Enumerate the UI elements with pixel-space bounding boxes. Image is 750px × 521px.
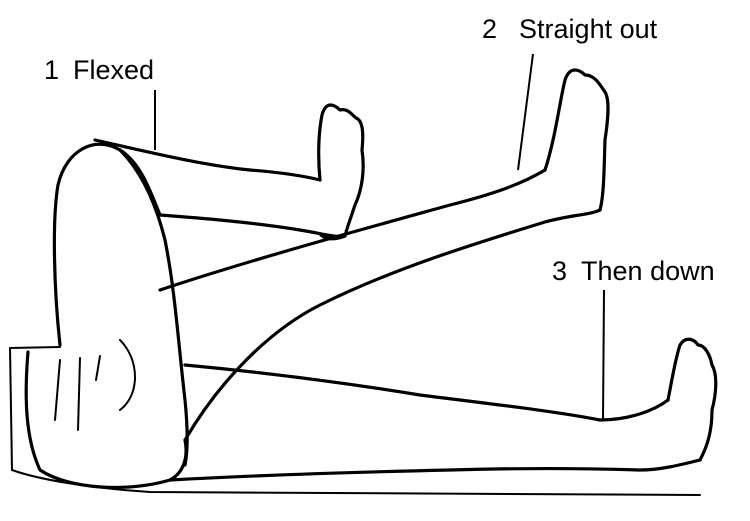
label-straight-out: 2 Straight out: [482, 16, 657, 43]
hip-shading: [55, 340, 135, 430]
leg-down-bottom: [170, 460, 700, 480]
step-text-then-down: Then down: [581, 256, 715, 286]
leg-straight-top: [160, 170, 545, 290]
hip-outline: [26, 352, 186, 487]
leg-straight-foot: [545, 70, 608, 210]
leg-down-top: [185, 365, 668, 420]
leader-line-straight-out: [518, 54, 533, 170]
leg-flexed-thigh-back: [54, 144, 160, 345]
leg-down-foot: [668, 339, 716, 460]
label-then-down: 3 Then down: [552, 258, 715, 285]
leg-straight-bottom: [185, 210, 600, 440]
step-number-2: 2: [482, 14, 497, 44]
step-number-1: 1: [44, 55, 59, 85]
leader-line-then-down: [603, 290, 604, 420]
leg-flexed-foot: [319, 105, 363, 239]
label-flexed: 1 Flexed: [44, 57, 154, 84]
leg-flexed-shin-bottom: [160, 215, 345, 236]
step-text-flexed: Flexed: [73, 55, 154, 85]
step-number-3: 3: [552, 256, 567, 286]
table-edge: [10, 347, 60, 470]
step-text-straight-out: Straight out: [519, 14, 657, 44]
